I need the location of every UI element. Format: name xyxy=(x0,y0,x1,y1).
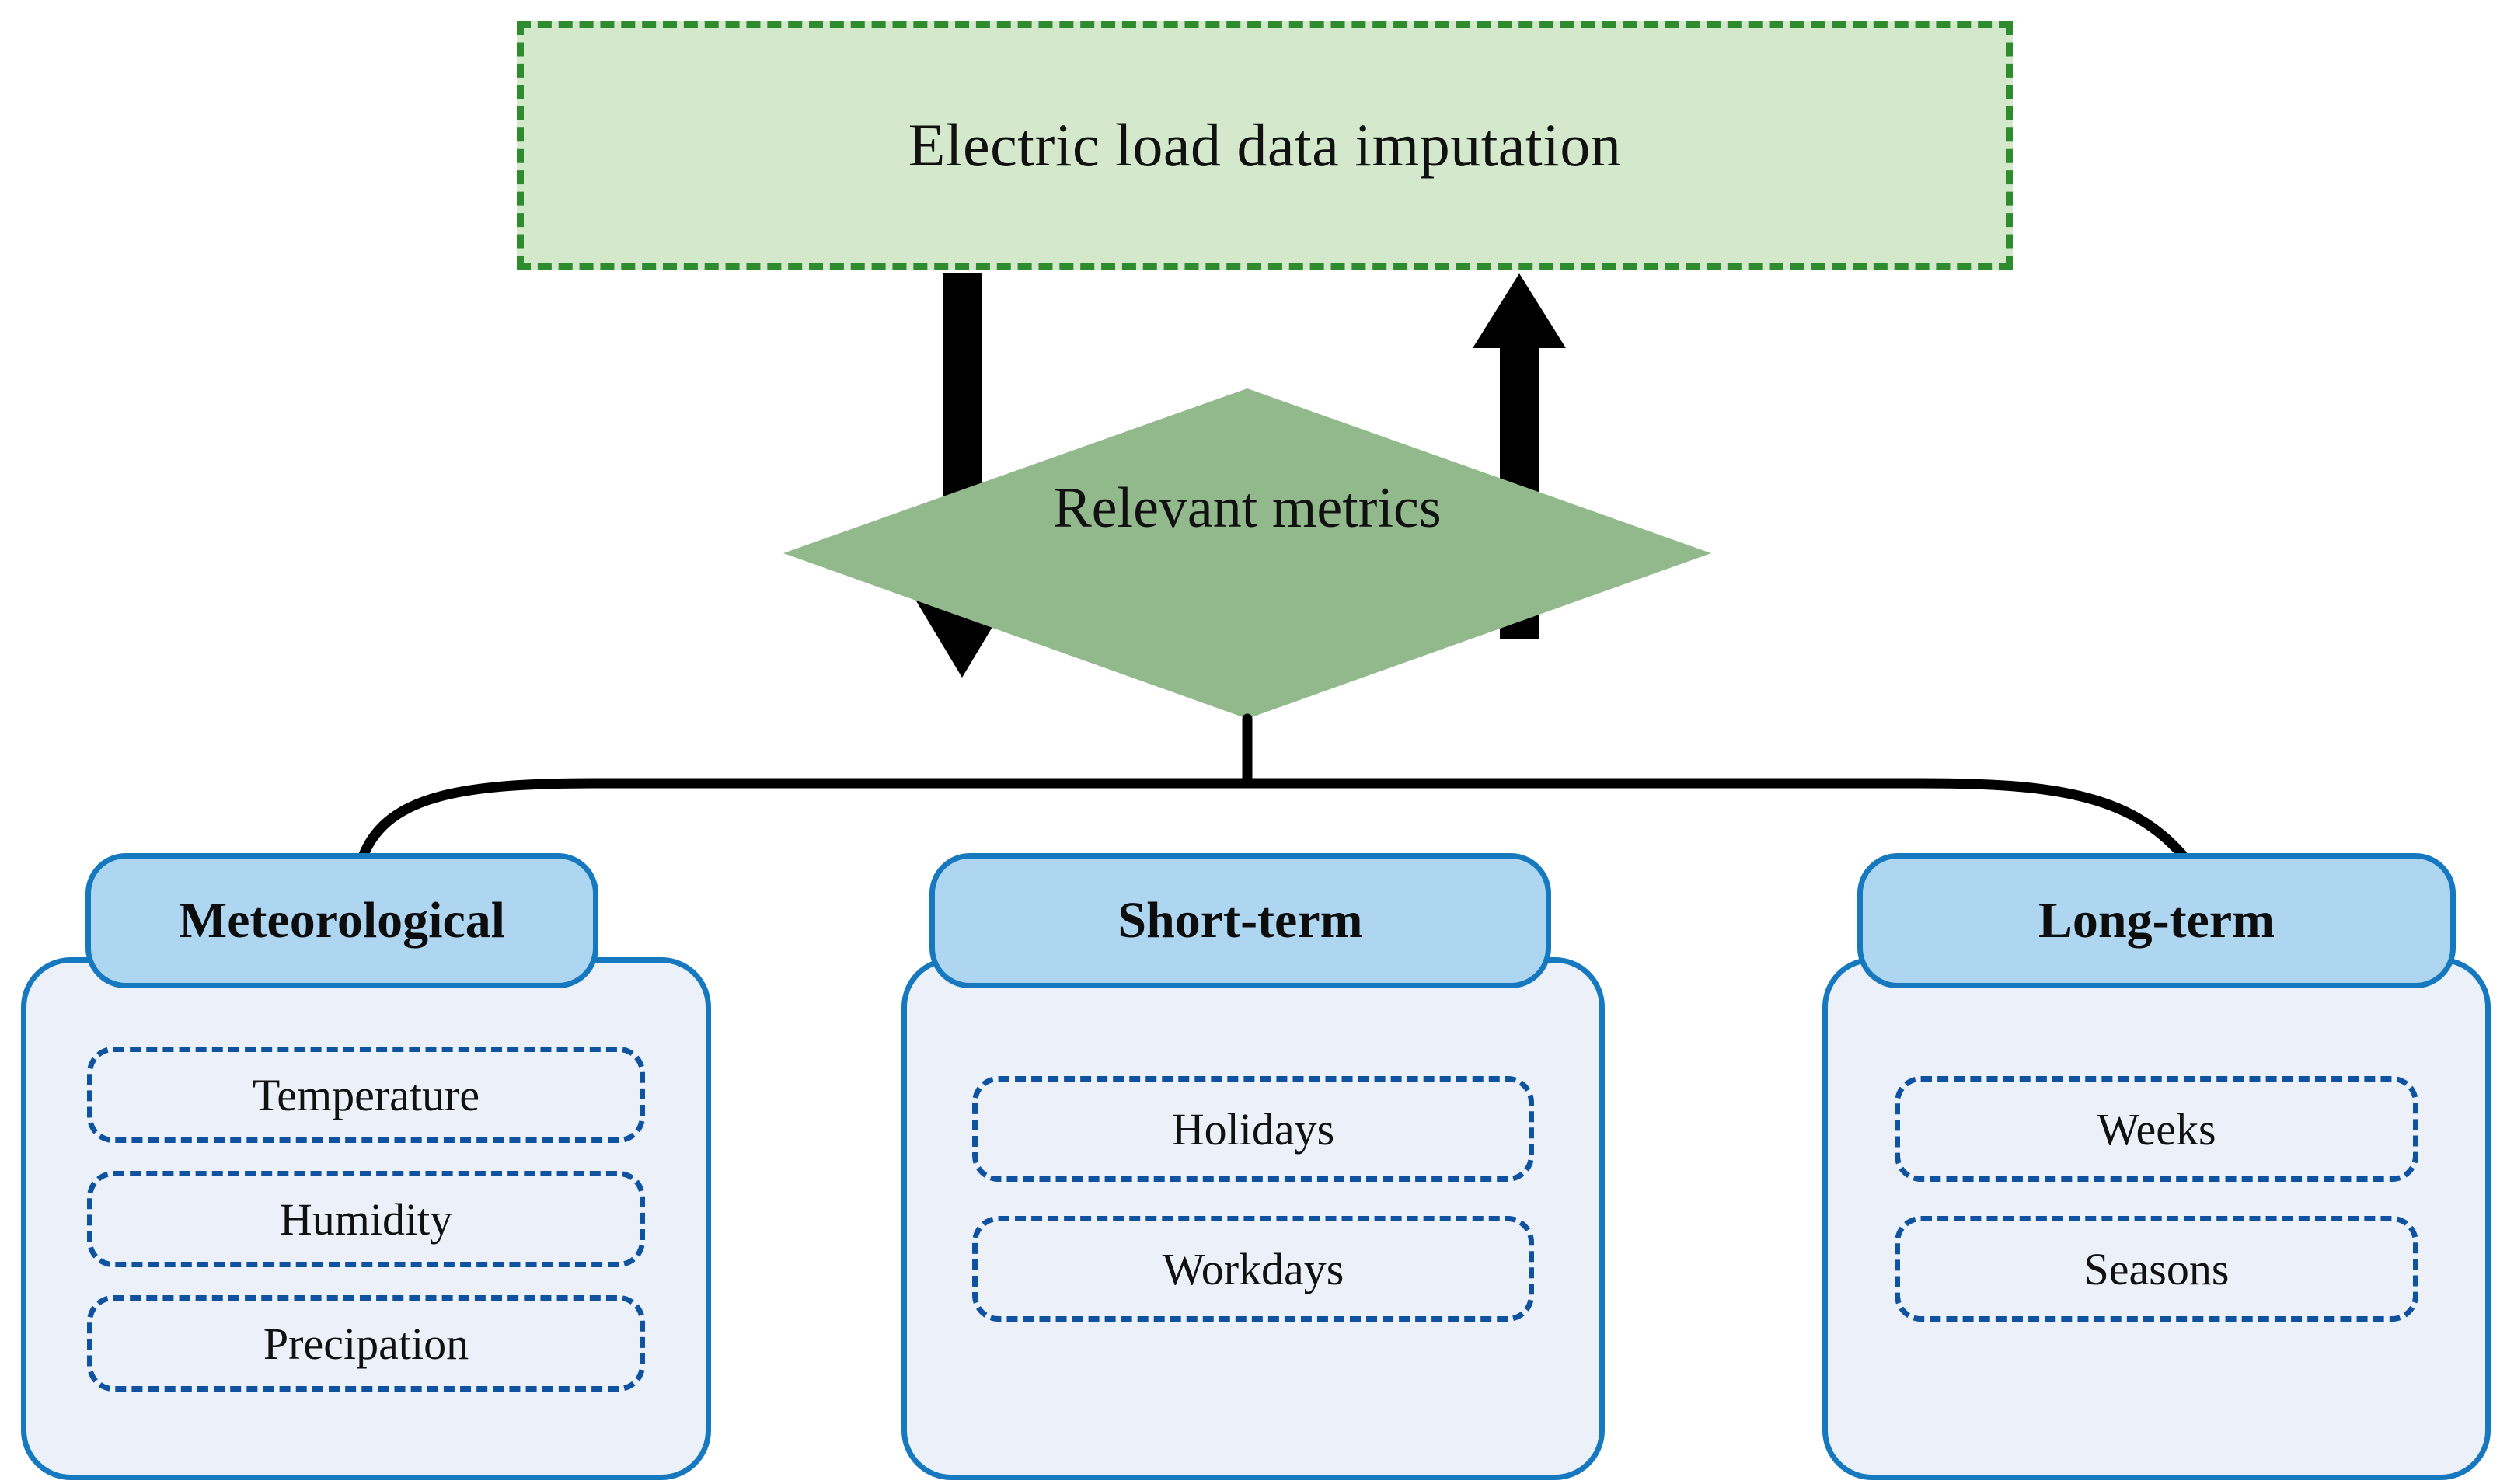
sub-item-label: Workdays xyxy=(1162,1243,1344,1294)
sub-item-label: Temperature xyxy=(252,1069,480,1120)
sub-item-precipation[interactable]: Precipation xyxy=(87,1295,645,1392)
group-header-label: Meteorological xyxy=(178,892,506,949)
group-card-long-term[interactable]: Weeks Seasons xyxy=(1822,957,2491,1480)
top-process-box: Electric load data imputation xyxy=(517,21,2013,270)
arrow-up-to-imputation xyxy=(1473,273,1566,639)
group-header-label: Long-term xyxy=(2038,892,2275,949)
top-process-label: Electric load data imputation xyxy=(908,111,1622,179)
sub-item-workdays[interactable]: Workdays xyxy=(972,1216,1534,1322)
group-header-meteorological[interactable]: Meteorological xyxy=(85,853,598,988)
sub-item-seasons[interactable]: Seasons xyxy=(1895,1216,2418,1322)
sub-item-label: Humidity xyxy=(279,1193,453,1245)
group-header-long-term[interactable]: Long-term xyxy=(1857,853,2456,988)
sub-item-holidays[interactable]: Holidays xyxy=(972,1076,1534,1182)
sub-item-label: Weeks xyxy=(2097,1103,2216,1155)
group-items-long-term: Weeks Seasons xyxy=(1828,1076,2485,1322)
group-items-short-term: Holidays Workdays xyxy=(907,1076,1599,1322)
sub-item-weeks[interactable]: Weeks xyxy=(1895,1076,2418,1182)
group-card-meteorological[interactable]: Temperature Humidity Precipation xyxy=(21,957,711,1480)
decision-diamond xyxy=(783,388,1711,719)
branch-connector xyxy=(358,713,2188,860)
sub-item-humidity[interactable]: Humidity xyxy=(87,1171,645,1267)
sub-item-label: Precipation xyxy=(263,1318,469,1369)
group-header-short-term[interactable]: Short-term xyxy=(929,853,1551,988)
group-header-label: Short-term xyxy=(1118,892,1363,949)
sub-item-label: Holidays xyxy=(1171,1103,1335,1155)
decision-diamond-label: Relevant metrics xyxy=(1053,476,1442,540)
sub-item-label: Seasons xyxy=(2083,1243,2230,1294)
sub-item-temperature[interactable]: Temperature xyxy=(87,1047,645,1143)
group-card-short-term[interactable]: Holidays Workdays xyxy=(901,957,1605,1480)
group-items-meteorological: Temperature Humidity Precipation xyxy=(26,1047,706,1392)
